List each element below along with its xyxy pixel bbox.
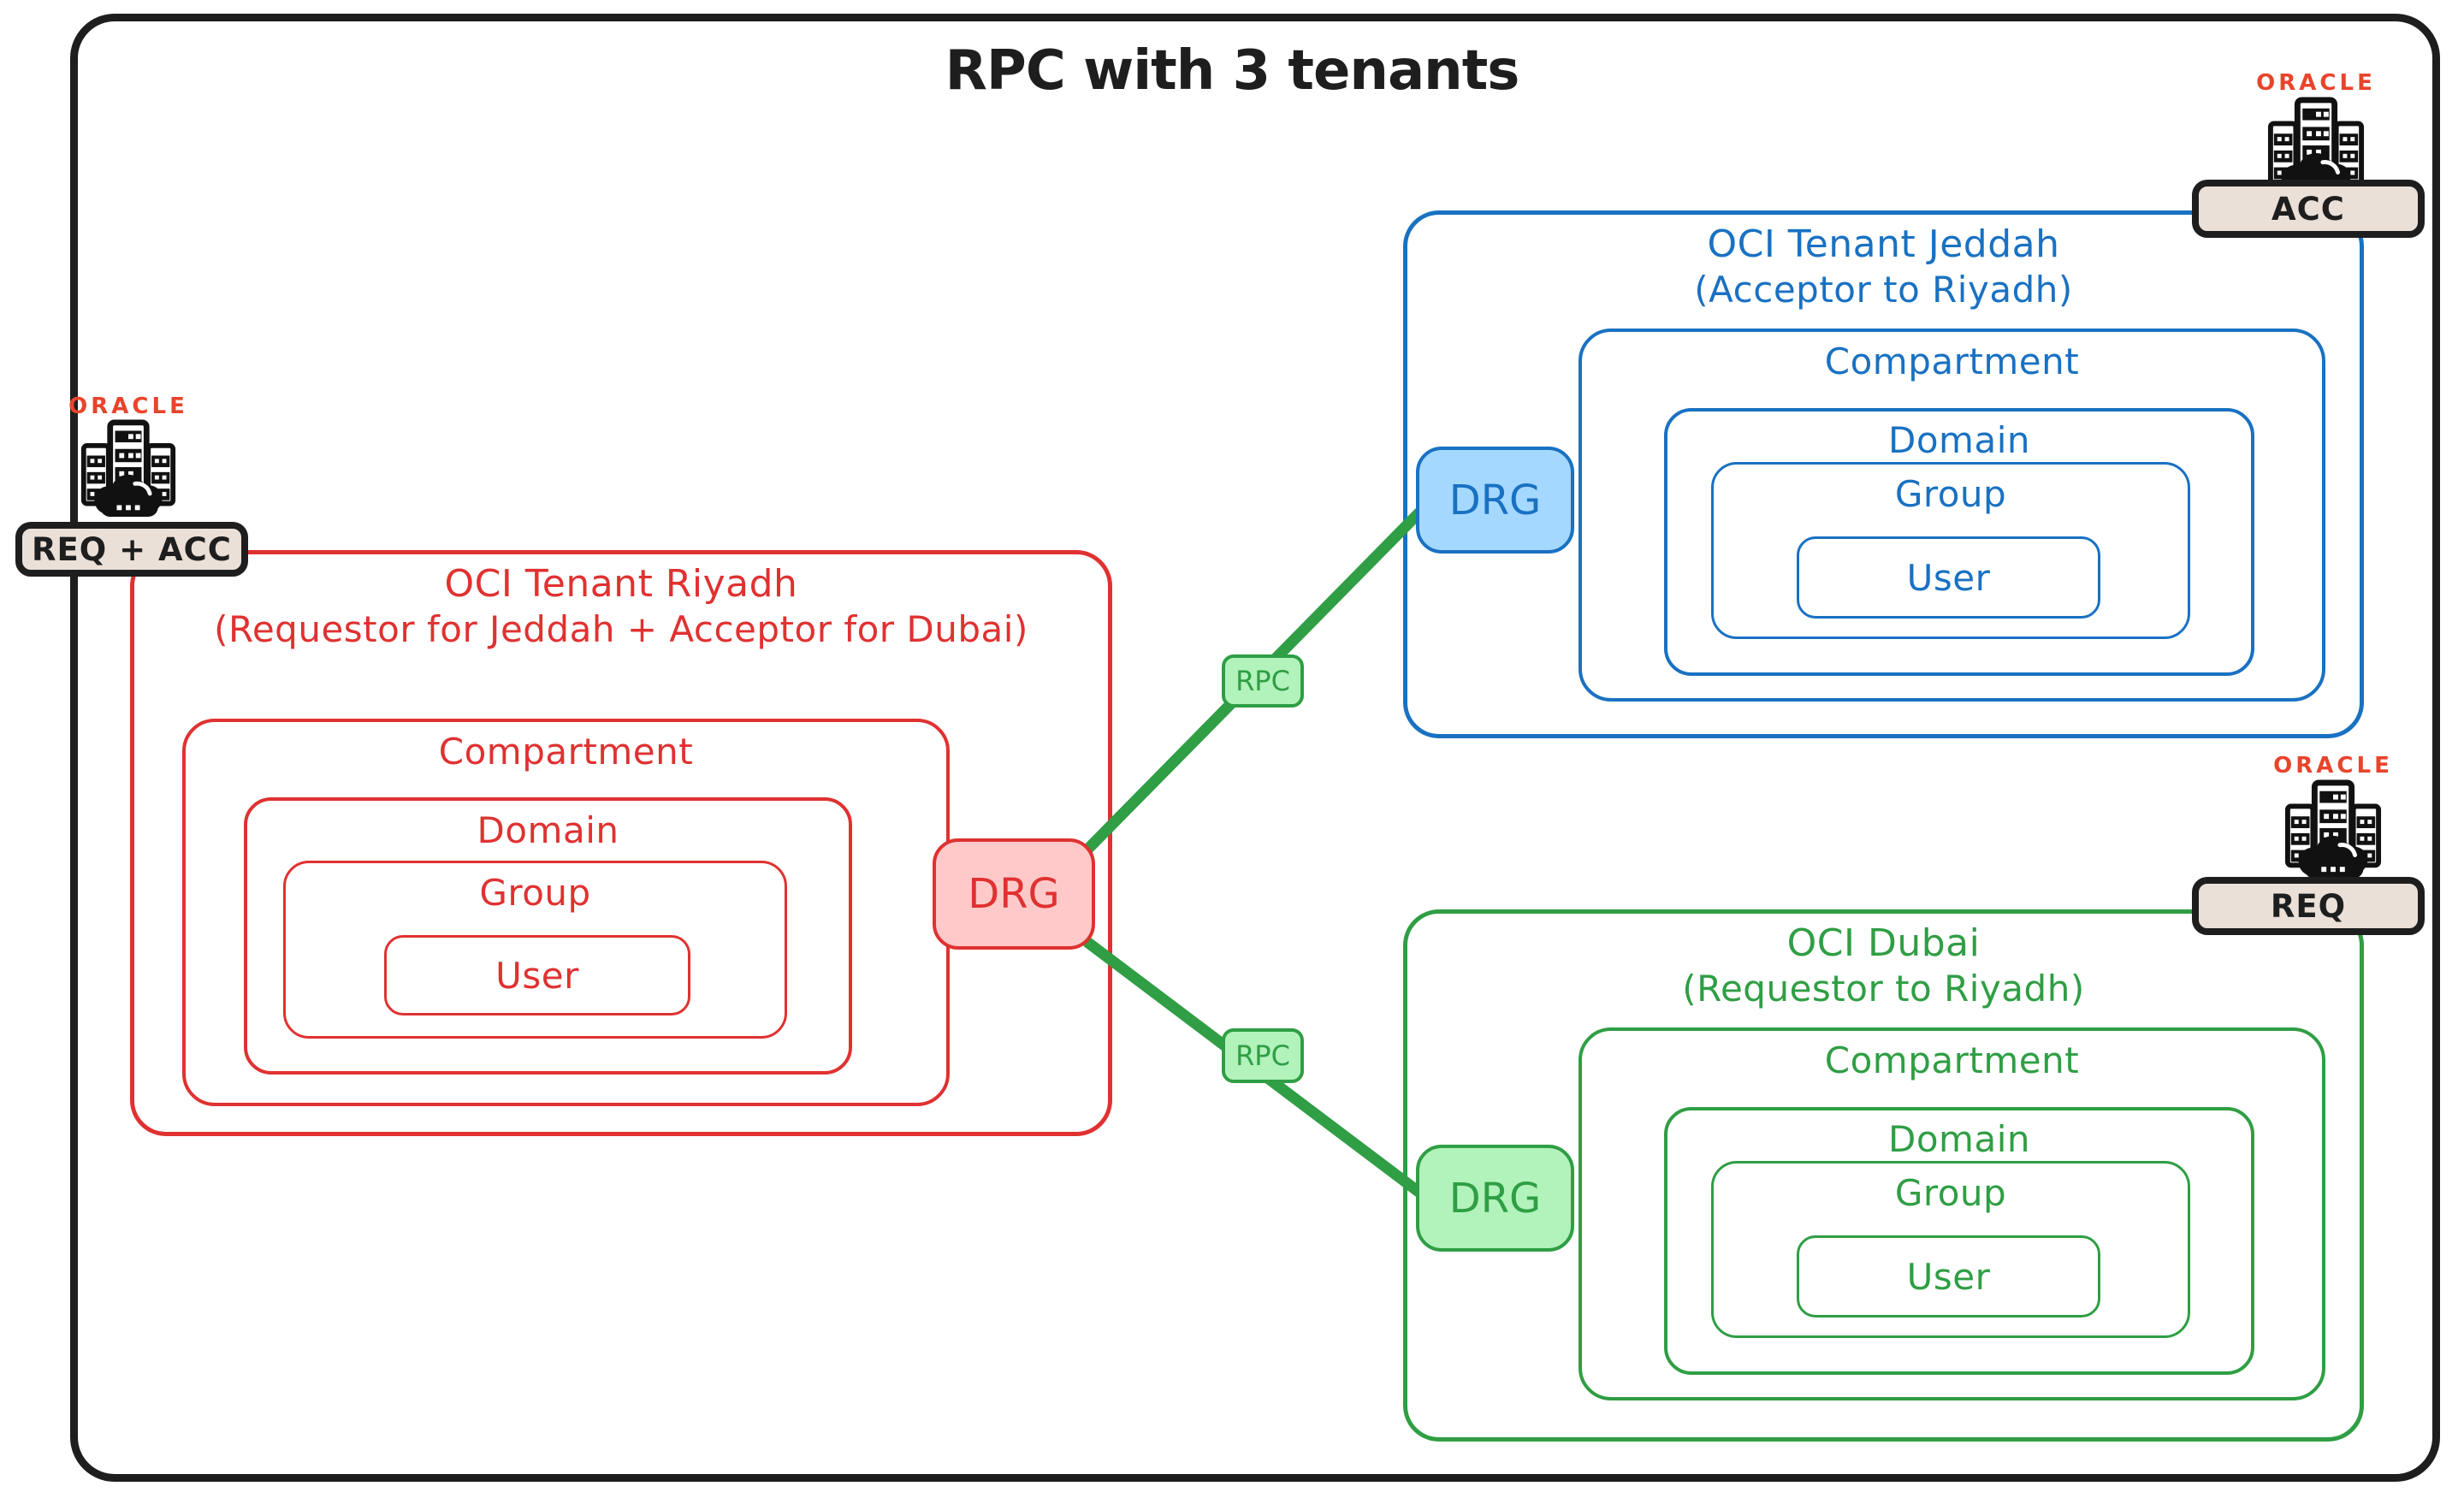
oracle-logo-text: ORACLE (2256, 70, 2376, 96)
badge-req-acc: REQ + ACC (15, 522, 248, 577)
outer-frame (70, 14, 2440, 1482)
tenant-dubai-subtitle: (Requestor to Riyadh) (1682, 968, 2085, 1010)
jeddah-domain-label: Domain (1888, 419, 2030, 461)
riyadh-domain-label: Domain (477, 809, 619, 851)
dubai-group-box (1711, 1161, 2190, 1338)
dubai-user-label: User (1906, 1256, 1991, 1298)
riyadh-domain-box (244, 797, 852, 1075)
jeddah-user-box (1797, 536, 2100, 619)
jeddah-drg-label: DRG (1448, 476, 1542, 524)
riyadh-drg-node: DRG (933, 838, 1095, 950)
dubai-drg-label: DRG (1448, 1174, 1542, 1223)
jeddah-group-box (1711, 462, 2190, 639)
jeddah-domain-box (1664, 408, 2254, 676)
jeddah-group-label: Group (1894, 473, 2007, 515)
badge-acc-label: ACC (2272, 190, 2345, 228)
riyadh-group-box (283, 861, 787, 1039)
dubai-domain-label: Domain (1888, 1118, 2030, 1160)
dubai-drg-node: DRG (1416, 1145, 1574, 1252)
riyadh-compartment-label: Compartment (438, 731, 694, 773)
badge-req-label: REQ (2270, 887, 2347, 925)
jeddah-compartment-box (1578, 329, 2325, 702)
badge-acc: ACC (2192, 180, 2425, 238)
tenant-riyadh-title: OCI Tenant Riyadh (444, 562, 798, 606)
tenant-jeddah-box (1403, 210, 2364, 738)
dubai-compartment-label: Compartment (1824, 1039, 2080, 1081)
diagram-title: RPC with 3 tenants (945, 39, 1520, 103)
tenant-jeddah-subtitle: (Acceptor to Riyadh) (1694, 269, 2073, 311)
riyadh-user-box (384, 935, 690, 1015)
rpc-node-lower: RPC (1222, 1028, 1304, 1083)
datacenter-cloud-icon (79, 416, 178, 520)
riyadh-user-label: User (495, 955, 579, 997)
oracle-logo-text: ORACLE (68, 394, 188, 419)
rpc-node-upper: RPC (1222, 654, 1304, 708)
dubai-compartment-box (1578, 1027, 2325, 1400)
badge-req-acc-label: REQ + ACC (32, 530, 232, 568)
jeddah-drg-node: DRG (1416, 447, 1574, 554)
dubai-group-label: Group (1894, 1172, 2007, 1214)
dubai-domain-box (1664, 1107, 2254, 1375)
badge-req: REQ (2192, 877, 2425, 935)
tenant-dubai-title: OCI Dubai (1786, 921, 1981, 965)
riyadh-group-label: Group (479, 872, 591, 914)
oracle-logo-text: ORACLE (2273, 753, 2393, 779)
rpc-lower-label: RPC (1235, 1039, 1290, 1072)
tenant-jeddah-title: OCI Tenant Jeddah (1707, 222, 2060, 266)
tenant-riyadh-subtitle: (Requestor for Jeddah + Acceptor for Dub… (214, 608, 1028, 650)
rpc-upper-label: RPC (1235, 665, 1290, 697)
riyadh-drg-label: DRG (968, 870, 1060, 918)
jeddah-user-label: User (1906, 557, 1991, 599)
jeddah-compartment-label: Compartment (1824, 340, 2080, 382)
datacenter-cloud-icon (2283, 775, 2384, 883)
dubai-user-box (1797, 1235, 2100, 1317)
